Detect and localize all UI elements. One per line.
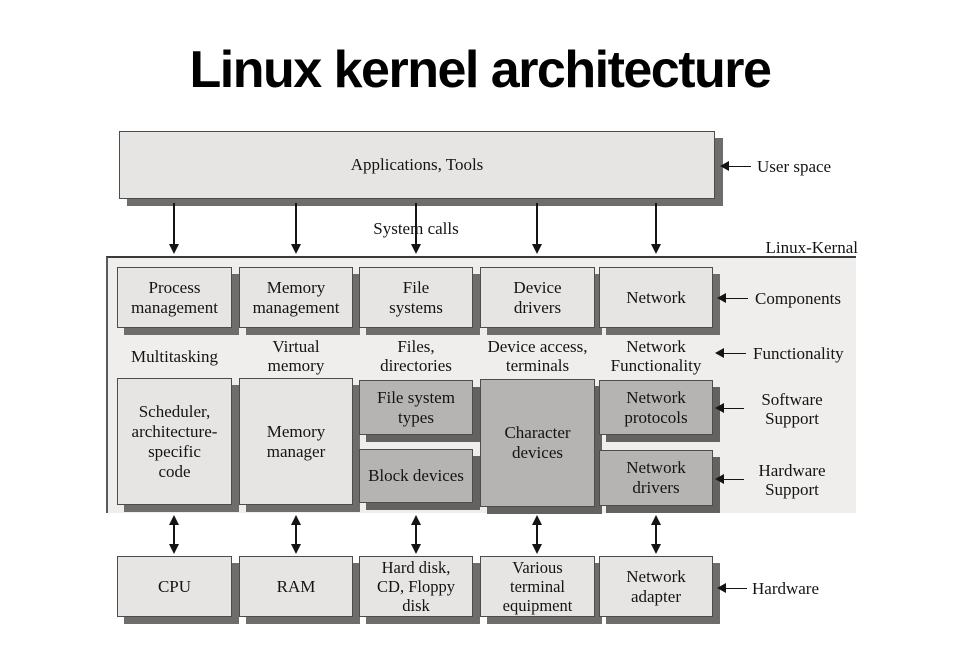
arrow-shaft xyxy=(415,203,417,246)
arrow-shaft xyxy=(295,523,297,546)
components-pointer-arrow xyxy=(717,293,748,303)
scheduler-box: Scheduler, architecture- specific code xyxy=(117,378,232,505)
software-support-pointer-arrow xyxy=(715,403,744,413)
arrow-head-left-icon xyxy=(717,293,726,303)
arrow-shaft xyxy=(173,523,175,546)
arrow-shaft xyxy=(722,352,746,354)
user-space-pointer-arrow xyxy=(720,161,751,171)
arrow-head-down-icon xyxy=(169,544,179,554)
arrow-head-up-icon xyxy=(411,515,421,525)
arrow-head-up-icon xyxy=(169,515,179,525)
functionality-pointer-arrow xyxy=(715,348,746,358)
arrow-head-left-icon xyxy=(715,348,724,358)
block-devices-box: Block devices xyxy=(359,449,473,503)
arrow-shaft xyxy=(655,203,657,246)
hardware-support-label: Hardware Support xyxy=(758,461,826,499)
files-directories-label: Files, directories xyxy=(380,337,452,375)
arrow-head-down-icon xyxy=(532,244,542,254)
arrow-head-down-icon xyxy=(411,544,421,554)
arrow-head-down-icon xyxy=(411,244,421,254)
arrow-shaft xyxy=(536,523,538,546)
arrow-head-left-icon xyxy=(715,403,724,413)
system-call-arrow xyxy=(651,203,661,254)
arrow-head-down-icon xyxy=(651,244,661,254)
kernel-hardware-arrow xyxy=(411,515,421,554)
memory-manager-box: Memory manager xyxy=(239,378,353,505)
arrow-shaft xyxy=(415,523,417,546)
arrow-head-down-icon xyxy=(651,544,661,554)
character-devices-box: Character devices xyxy=(480,379,595,507)
arrow-shaft xyxy=(724,297,748,299)
arrow-shaft xyxy=(722,407,744,409)
network-functionality-label: Network Functionality xyxy=(610,337,702,375)
hardware-label: Hardware xyxy=(752,578,820,598)
device-drivers-box: Device drivers xyxy=(480,267,595,328)
arrow-shaft xyxy=(295,203,297,246)
software-support-label: Software Support xyxy=(761,390,823,428)
arrow-shaft xyxy=(722,478,744,480)
network-adapter-box: Network adapter xyxy=(599,556,713,617)
arrow-shaft xyxy=(173,203,175,246)
hardware-support-pointer-arrow xyxy=(715,474,744,484)
arrow-head-down-icon xyxy=(291,544,301,554)
disk-box: Hard disk, CD, Floppy disk xyxy=(359,556,473,617)
arrow-head-down-icon xyxy=(169,244,179,254)
arrow-head-left-icon xyxy=(715,474,724,484)
system-call-arrow xyxy=(411,203,421,254)
multitasking-label: Multitasking xyxy=(131,346,218,366)
components-label: Components xyxy=(755,288,841,308)
cpu-box: CPU xyxy=(117,556,232,617)
arrow-head-up-icon xyxy=(651,515,661,525)
system-calls-label: System calls xyxy=(373,219,459,238)
applications-tools-box: Applications, Tools xyxy=(119,131,715,199)
file-system-types-box: File system types xyxy=(359,380,473,435)
arrow-head-up-icon xyxy=(532,515,542,525)
kernel-hardware-arrow xyxy=(169,515,179,554)
process-management-box: Process management xyxy=(117,267,232,328)
terminal-equipment-box: Various terminal equipment xyxy=(480,556,595,617)
device-access-terminals-label: Device access, terminals xyxy=(487,337,588,375)
network-box: Network xyxy=(599,267,713,328)
arrow-shaft xyxy=(655,523,657,546)
arrow-shaft xyxy=(727,165,751,167)
functionality-label: Functionality xyxy=(753,343,844,363)
arrow-shaft xyxy=(536,203,538,246)
arrow-head-up-icon xyxy=(291,515,301,525)
user-space-label: User space xyxy=(757,156,832,176)
system-call-arrow xyxy=(291,203,301,254)
page-title: Linux kernel architecture xyxy=(189,41,772,99)
virtual-memory-label: Virtual memory xyxy=(267,337,325,375)
ram-box: RAM xyxy=(239,556,353,617)
file-systems-box: File systems xyxy=(359,267,473,328)
arrow-shaft xyxy=(724,587,747,589)
kernel-hardware-arrow xyxy=(291,515,301,554)
network-drivers-box: Network drivers xyxy=(599,450,713,506)
arrow-head-left-icon xyxy=(717,583,726,593)
system-call-arrow xyxy=(169,203,179,254)
arrow-head-down-icon xyxy=(291,244,301,254)
kernel-hardware-arrow xyxy=(532,515,542,554)
kernel-hardware-arrow xyxy=(651,515,661,554)
network-protocols-box: Network protocols xyxy=(599,380,713,435)
arrow-head-down-icon xyxy=(532,544,542,554)
system-call-arrow xyxy=(532,203,542,254)
arrow-head-left-icon xyxy=(720,161,729,171)
memory-management-box: Memory management xyxy=(239,267,353,328)
hardware-pointer-arrow xyxy=(717,583,747,593)
linux-kernel-label: Linux-Kernal xyxy=(765,238,858,257)
